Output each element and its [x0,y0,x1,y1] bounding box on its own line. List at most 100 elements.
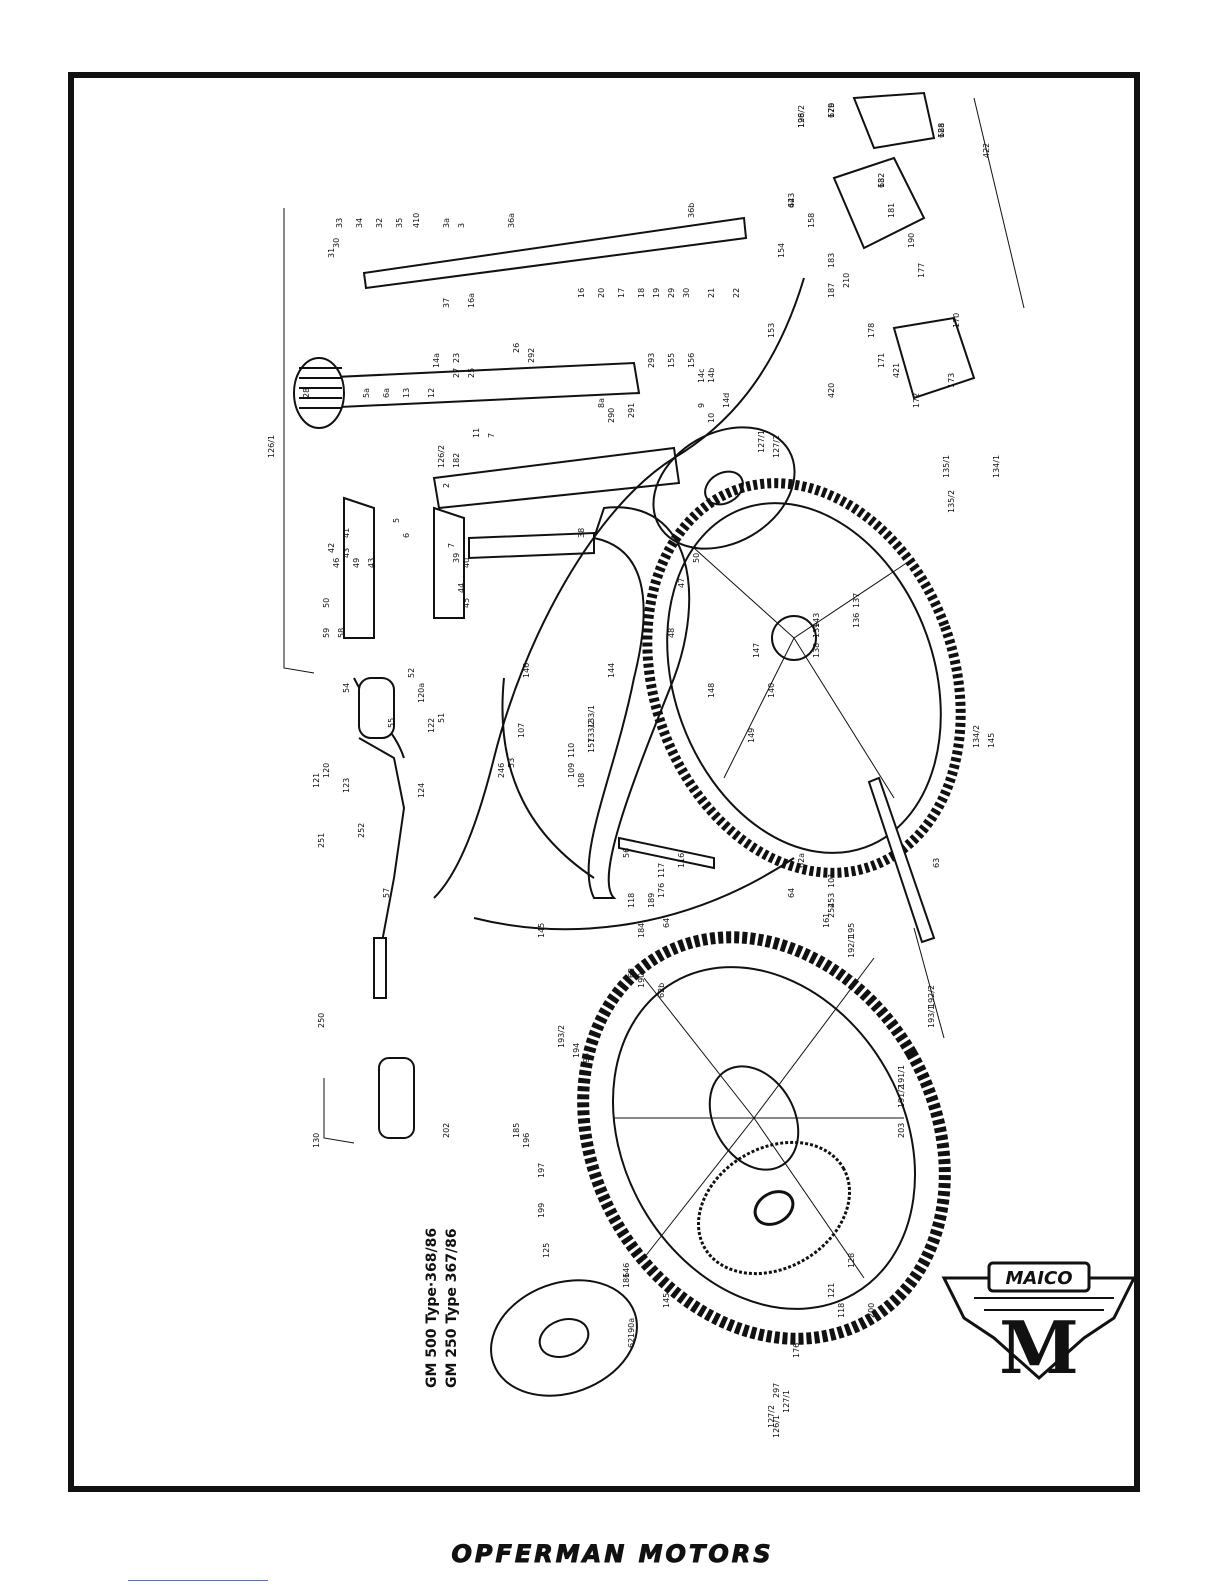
part-label: 139 [812,623,821,638]
part-label: 122 [427,718,436,733]
logo-wordmark: MAICO [1005,1268,1072,1289]
part-label: 27 [452,368,461,378]
part-label: 293 [647,353,656,368]
part-label: 143 [812,613,821,628]
part-label: 28 [302,388,311,398]
part-label: 2 [442,483,451,488]
part-label: 39 [452,553,461,563]
part-label: 157 [587,738,596,753]
part-label: 54 [342,683,351,693]
part-label: 48 [667,628,676,638]
part-label: 138 [812,643,821,658]
part-label: 189 [647,893,656,908]
part-label: 183 [827,253,836,268]
part-label: 107 [517,723,526,738]
part-label: 123 [342,778,351,793]
part-label: 19 [652,288,661,298]
part-label: 140 [767,683,776,698]
part-label: 179 [827,103,836,118]
part-label: 127/2 [772,435,781,458]
part-label: 14a [432,353,441,368]
part-label: 57 [382,888,391,898]
part-label: 62a [797,853,806,868]
part-label: 182 [452,453,461,468]
part-label: 26 [512,343,521,353]
part-label: 202 [442,1123,451,1138]
part-label: 193/2 [557,1025,566,1048]
part-label: 198 [797,113,806,128]
part-label: 64 [662,918,671,928]
part-label: 199 [537,1203,546,1218]
part-label: 190 [907,233,916,248]
part-label: 254 [827,903,836,918]
part-label: 125 [542,1243,551,1258]
part-label: 146 [522,663,531,678]
part-label: 195 [847,923,856,938]
part-label: 118 [627,893,636,908]
part-label: 178 [867,323,876,338]
part-label: 153 [767,323,776,338]
part-label: 127/2 [767,1405,776,1428]
part-label: 133/2 [587,720,596,743]
part-label: 29 [667,288,676,298]
part-label: 170 [952,313,961,328]
part-label: 196 [522,1133,531,1148]
part-label: 63 [932,858,941,868]
part-label: 47 [677,578,686,588]
part-label: 188 [937,123,946,138]
part-label: 117 [657,863,666,878]
part-label: 176 [657,883,666,898]
rear-brake-disc [490,1279,638,1397]
part-label: 127/1 [757,430,766,453]
part-label: 246 [497,763,506,778]
part-label: 135/1 [942,455,951,478]
part-label: 33 [335,218,344,228]
rear-wheel [577,931,951,1345]
part-label: 108 [577,773,586,788]
part-label: 23 [452,353,461,363]
part-label: 21 [707,288,716,298]
part-label: 34 [355,218,364,228]
part-label: 423 [787,193,796,208]
fork-assembly [293,216,748,560]
part-label: 126/2 [437,445,446,468]
part-label: 190 [637,973,646,988]
part-label: 120a [417,683,426,703]
part-labels: 1981791884231821581811901832101771871781… [267,103,1001,1438]
part-label: 186 [622,1273,631,1288]
front-brake-disc [652,426,796,550]
part-label: 158 [807,213,816,228]
part-label: 195 [582,1053,591,1068]
part-label: 184 [637,923,646,938]
part-label: 192/1 [847,935,856,958]
part-label: 147 [752,643,761,658]
part-label: 43 [342,548,351,558]
part-label: 121 [827,1283,836,1298]
part-label: 14c [697,368,706,383]
part-label: 134/1 [992,455,1001,478]
part-label: 52 [407,668,416,678]
part-label: 110 [567,743,576,758]
part-label: 171 [877,353,886,368]
part-label: 56 [622,848,631,858]
part-label: 16 [577,288,586,298]
handlebar-assembly [343,496,465,1139]
part-label: 16a [467,293,476,308]
part-label: 6 [402,533,411,538]
part-label: 25 [467,368,476,378]
part-label: 49 [352,558,361,568]
part-label: 18 [637,288,646,298]
part-label: 63 [877,178,886,188]
part-label: 297 [772,1383,781,1398]
part-label: 210 [842,273,851,288]
part-label: 133/1 [587,705,596,728]
part-label: 145 [987,733,996,748]
part-label: 172 [912,393,921,408]
part-label: 62 [627,968,636,978]
part-label: 197 [537,1163,546,1178]
part-label: 290 [607,408,616,423]
part-label: 126/1 [772,1415,781,1438]
part-label: 182 [877,173,886,188]
part-label: 203 [897,1123,906,1138]
